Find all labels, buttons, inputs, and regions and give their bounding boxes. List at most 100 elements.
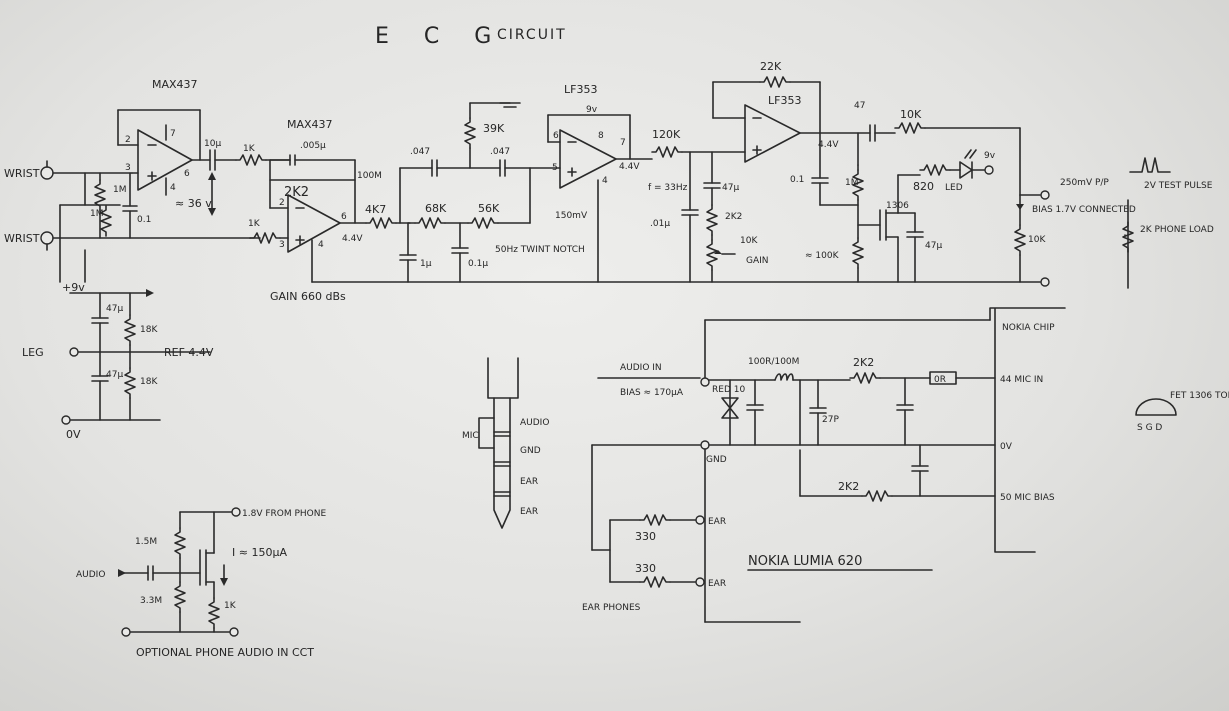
phone-interface — [591, 307, 1066, 623]
label-wrist-top: WRIST — [4, 167, 40, 180]
label-150mv: 150mV — [555, 211, 588, 221]
label-ear2: EAR — [708, 579, 726, 589]
optional-audio-circuit — [118, 507, 241, 637]
label-r1k-opt: 1K — [224, 601, 237, 611]
label-c-047-a: .047 — [410, 147, 430, 157]
label-36v: ≈ 36 v — [175, 197, 212, 210]
pin-u3-4: 4 — [602, 176, 608, 186]
label-r-10k-load: 10K — [1028, 235, 1046, 245]
label-c-47-c: 47µ — [925, 241, 942, 251]
label-c-01-c: 0.1 — [790, 175, 804, 185]
label-twin-notch: 50Hz TWINT NOTCH — [495, 245, 585, 255]
label-9v-led: 9v — [984, 151, 996, 161]
label-r-120k: 120K — [652, 128, 681, 141]
label-phone-2k2-b: 2K2 — [838, 480, 859, 493]
opamp-u1 — [117, 109, 211, 196]
label-audio-opt: AUDIO — [76, 570, 105, 580]
label-fet: 1306 — [886, 201, 909, 211]
wrist-electrode-bottom — [40, 231, 251, 245]
label-jack-gnd: GND — [520, 446, 541, 456]
label-phone-model: NOKIA LUMIA 620 — [748, 554, 862, 569]
label-r-820: 820 — [913, 180, 934, 193]
label-c-01-b: 0.1µ — [468, 259, 488, 269]
label-r-1k-a: 1K — [243, 144, 256, 154]
label-r-10k-out: 10K — [900, 108, 922, 121]
output-stage — [852, 122, 1050, 283]
label-phone-2k2-a: 2K2 — [853, 356, 874, 369]
u1-output-coupling — [208, 149, 291, 216]
label-9v-u3: 9v — [586, 105, 598, 115]
label-bias-current: BIAS ≈ 170µA — [620, 388, 684, 398]
label-optional-caption: OPTIONAL PHONE AUDIO IN CCT — [136, 646, 314, 659]
label-c-27p: 27P — [822, 415, 839, 425]
label-from-phone: 1.8V FROM PHONE — [242, 509, 326, 519]
pin-u1-4: 4 — [170, 183, 176, 193]
test-pulse-waveform — [1122, 157, 1171, 289]
label-u2: MAX437 — [287, 118, 333, 131]
label-wrist-bottom: WRIST — [4, 232, 40, 245]
pin-u3-8: 8 — [598, 131, 604, 141]
label-r-1m-c: 1M — [845, 178, 859, 188]
label-nokia-chip: NOKIA CHIP — [1002, 323, 1055, 333]
label-v44-b: 4.4V — [619, 162, 640, 172]
label-diode: RED 10 — [712, 385, 745, 395]
label-r-1k-b: 1K — [248, 219, 261, 229]
pin-u1-6: 6 — [184, 169, 190, 179]
label-jack-audio: AUDIO — [520, 418, 549, 428]
label-r-18k-b: 18K — [140, 377, 158, 387]
label-led: LED — [945, 183, 963, 193]
power-supply-divider — [61, 289, 211, 425]
label-r-10k-gain: 10K — [740, 236, 758, 246]
label-jack-ear2: EAR — [520, 507, 538, 517]
label-f33: f = 33Hz — [648, 183, 688, 193]
label-mic-bias: 50 MIC BIAS — [1000, 493, 1055, 503]
opamp-u3 — [547, 114, 653, 283]
label-r-2k2-u2: 2K2 — [284, 185, 309, 200]
label-r-0r: 0R — [934, 375, 946, 385]
pin-u3-7: 7 — [620, 138, 626, 148]
pin-u3-5: 5 — [552, 163, 558, 173]
label-r-39k: 39K — [483, 122, 505, 135]
label-fet-pins: S G D — [1137, 423, 1162, 433]
label-r-56k: 56K — [478, 202, 500, 215]
pin-u1-3: 3 — [125, 163, 131, 173]
label-gain-660: GAIN 660 dBs — [270, 290, 346, 303]
label-c-47-a: 47µ — [722, 183, 739, 193]
label-bias: BIAS 1.7V CONNECTED — [1032, 205, 1136, 215]
label-jack-ear1: EAR — [520, 477, 538, 487]
label-current: I ≈ 150µA — [232, 546, 287, 559]
label-r-100m: 100M — [357, 171, 382, 181]
title-ecg: E C G — [375, 24, 505, 49]
pin-u2-4: 4 — [318, 240, 324, 250]
label-phone-0v: 0V — [1000, 442, 1013, 452]
label-mic-in: 44 MIC IN — [1000, 375, 1043, 385]
label-v44-a: 4.4V — [342, 234, 363, 244]
label-r-2k2-b: 2K2 — [725, 212, 742, 222]
label-c-10u: 10µ — [204, 139, 221, 149]
label-r33m: 3.3M — [140, 596, 162, 606]
label-earphones: EAR PHONES — [582, 603, 641, 613]
label-r-18k-a: 18K — [140, 325, 158, 335]
label-v44-c: 4.4V — [818, 140, 839, 150]
label-ear1: EAR — [708, 517, 726, 527]
pin-u2-2: 2 — [279, 198, 285, 208]
label-ref: REF 4.4V — [164, 346, 214, 359]
label-u1: MAX437 — [152, 78, 198, 91]
label-audio-in: AUDIO IN — [620, 363, 662, 373]
pin-u2-6: 6 — [341, 212, 347, 222]
label-u3: LF353 — [564, 83, 597, 96]
pin-u2-3: 3 — [279, 240, 285, 250]
label-u4: LF353 — [768, 94, 801, 107]
label-test-pulse: 2V TEST PULSE — [1144, 181, 1213, 191]
label-jack-mic: MIC — [462, 431, 479, 441]
label-fet-top: FET 1306 TOP — [1170, 391, 1229, 401]
label-inductor: 100R/100M — [748, 357, 799, 367]
pin-u3-6: 6 — [553, 131, 559, 141]
label-phone-load: 2K PHONE LOAD — [1140, 225, 1214, 235]
label-r-4k7: 4K7 — [365, 203, 386, 216]
label-c-047-b: .047 — [490, 147, 510, 157]
label-c-1u: 1µ — [420, 259, 432, 269]
label-c-005: .005µ — [300, 141, 326, 151]
label-r15m: 1.5M — [135, 537, 157, 547]
